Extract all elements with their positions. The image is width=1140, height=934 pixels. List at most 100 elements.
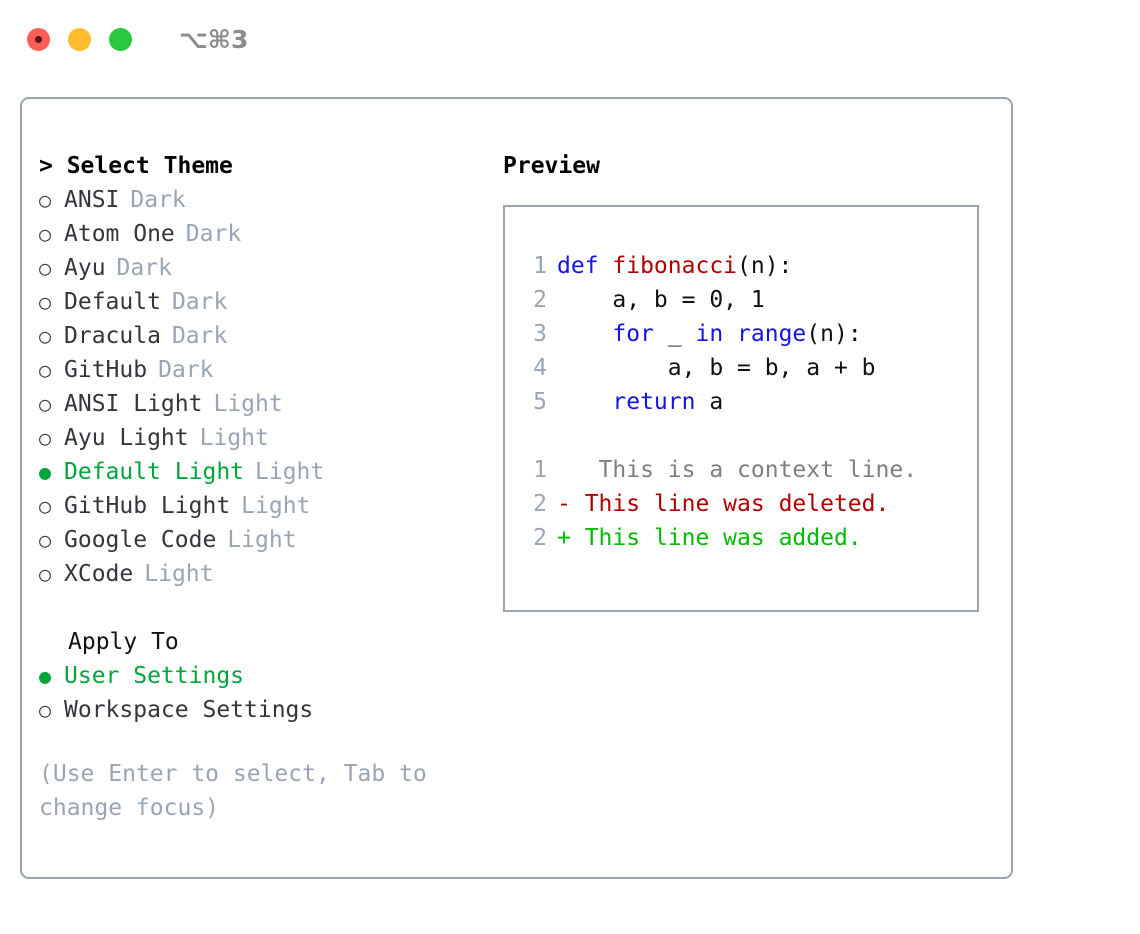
- theme-option-category-tag: Dark: [130, 187, 186, 213]
- code-token: return: [612, 389, 696, 415]
- line-number: 2: [533, 287, 547, 313]
- radio-unselected-icon: ○: [39, 698, 52, 722]
- code-token: range: [737, 321, 807, 347]
- theme-option-category-tag: Light: [227, 527, 297, 553]
- theme-option-label: Default: [64, 289, 161, 315]
- radio-unselected-icon: ○: [39, 222, 52, 246]
- window-shortcut-label: ⌥⌘3: [179, 24, 249, 54]
- diff-text: This line was added.: [570, 525, 862, 551]
- keyboard-hint: (Use Enter to select, Tab to change focu…: [39, 761, 441, 821]
- theme-option-0[interactable]: ○ ANSI Dark: [39, 183, 499, 217]
- diff-sign: [557, 453, 571, 487]
- code-token: fibonacci: [612, 253, 738, 279]
- window-controls: [27, 27, 132, 51]
- radio-unselected-icon: ○: [39, 392, 52, 416]
- theme-option-category-tag: Dark: [171, 323, 228, 349]
- diff-text: This line was deleted.: [570, 491, 890, 517]
- theme-option-label: Dracula: [64, 323, 161, 349]
- code-token: (n):: [737, 253, 793, 279]
- line-number: 2: [533, 491, 547, 517]
- theme-option-category-tag: Light: [199, 425, 269, 451]
- code-token: [723, 317, 737, 351]
- apply-to-option-label: Workspace Settings: [64, 697, 314, 723]
- radio-unselected-icon: ○: [39, 358, 52, 382]
- theme-option-label: XCode: [64, 561, 134, 587]
- code-line: 3 for _ in range(n):: [517, 317, 917, 351]
- theme-option-category-tag: Light: [213, 391, 283, 417]
- line-number: 1: [533, 457, 547, 483]
- theme-option-label: Default Light: [64, 459, 245, 485]
- radio-unselected-icon: ○: [39, 494, 52, 518]
- maximize-button[interactable]: [109, 27, 132, 51]
- close-button[interactable]: [27, 27, 50, 51]
- theme-option-label: ANSI Light: [64, 391, 203, 417]
- theme-option-category-tag: Dark: [116, 255, 172, 281]
- diff-line-add: 2 + This line was added.: [517, 521, 917, 555]
- radio-unselected-icon: ○: [39, 426, 52, 450]
- code-token: a: [695, 389, 724, 415]
- diff-sign: +: [557, 525, 571, 551]
- theme-option-10[interactable]: ○ Google Code Light: [39, 523, 499, 557]
- apply-to-list: ● User Settings ○ Workspace Settings: [39, 659, 499, 727]
- diff-sign: -: [557, 491, 571, 517]
- radio-unselected-icon: ○: [39, 528, 52, 552]
- theme-option-6[interactable]: ○ ANSI Light Light: [39, 387, 499, 421]
- code-token: _: [653, 321, 696, 347]
- apply-to-option-0[interactable]: ● User Settings: [39, 659, 499, 693]
- theme-option-label: Atom One: [64, 221, 175, 247]
- theme-option-label: GitHub: [64, 357, 148, 383]
- minimize-button[interactable]: [68, 27, 91, 51]
- spacer: [39, 591, 499, 625]
- theme-option-8[interactable]: ● Default Light Light: [39, 455, 499, 489]
- radio-unselected-icon: ○: [39, 562, 52, 586]
- code-line: 1 def fibonacci(n):: [517, 249, 917, 283]
- theme-option-9[interactable]: ○ GitHub Light Light: [39, 489, 499, 523]
- apply-to-option-label: User Settings: [64, 663, 245, 689]
- theme-option-1[interactable]: ○ Atom One Dark: [39, 217, 499, 251]
- radio-unselected-icon: ○: [39, 188, 52, 212]
- radio-unselected-icon: ○: [39, 256, 52, 280]
- code-token: def: [557, 253, 613, 279]
- radio-selected-icon: ●: [39, 460, 52, 484]
- diff-text: This is a context line.: [570, 457, 918, 483]
- theme-option-5[interactable]: ○ GitHub Dark: [39, 353, 499, 387]
- line-number: 3: [533, 321, 547, 347]
- preview-heading: Preview: [503, 153, 600, 179]
- theme-option-label: Google Code: [64, 527, 217, 553]
- theme-option-label: Ayu Light: [64, 425, 189, 451]
- theme-option-category-tag: Light: [255, 459, 325, 485]
- apply-to-heading: Apply To: [68, 629, 179, 655]
- theme-option-category-tag: Dark: [158, 357, 214, 383]
- diff-line-del: 2- This line was deleted.: [517, 487, 917, 521]
- theme-option-label: GitHub Light: [64, 493, 231, 519]
- code-token: a, b = b, a + b: [557, 355, 876, 381]
- code-token: [557, 317, 612, 351]
- apply-to-option-1[interactable]: ○ Workspace Settings: [39, 693, 499, 727]
- code-line: 2 a, b = 0, 1: [517, 283, 917, 317]
- line-number: 1: [533, 253, 547, 279]
- diff-lines: 1 This is a context line. 2- This line wa…: [517, 453, 917, 555]
- theme-option-7[interactable]: ○ Ayu Light Light: [39, 421, 499, 455]
- code-token: a, b = 0, 1: [557, 287, 765, 313]
- theme-option-category-tag: Dark: [185, 221, 242, 247]
- code-token: for: [612, 321, 654, 347]
- radio-selected-icon: ●: [39, 664, 52, 688]
- theme-option-category-tag: Light: [241, 493, 311, 519]
- theme-option-label: ANSI: [64, 187, 120, 213]
- code-token: [557, 385, 612, 419]
- line-number: 2: [533, 525, 547, 551]
- select-theme-heading: > Select Theme: [39, 153, 233, 179]
